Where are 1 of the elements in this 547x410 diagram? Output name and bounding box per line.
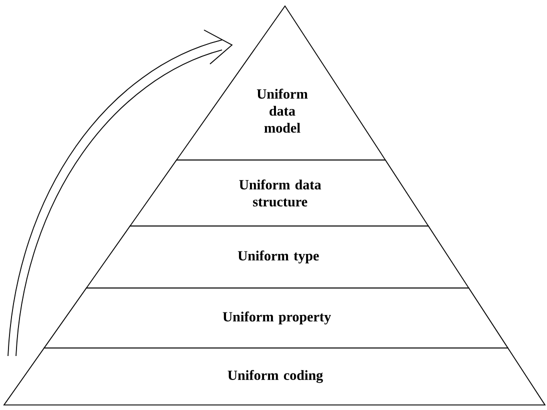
pyramid-level: Uniform type (86, 226, 470, 288)
